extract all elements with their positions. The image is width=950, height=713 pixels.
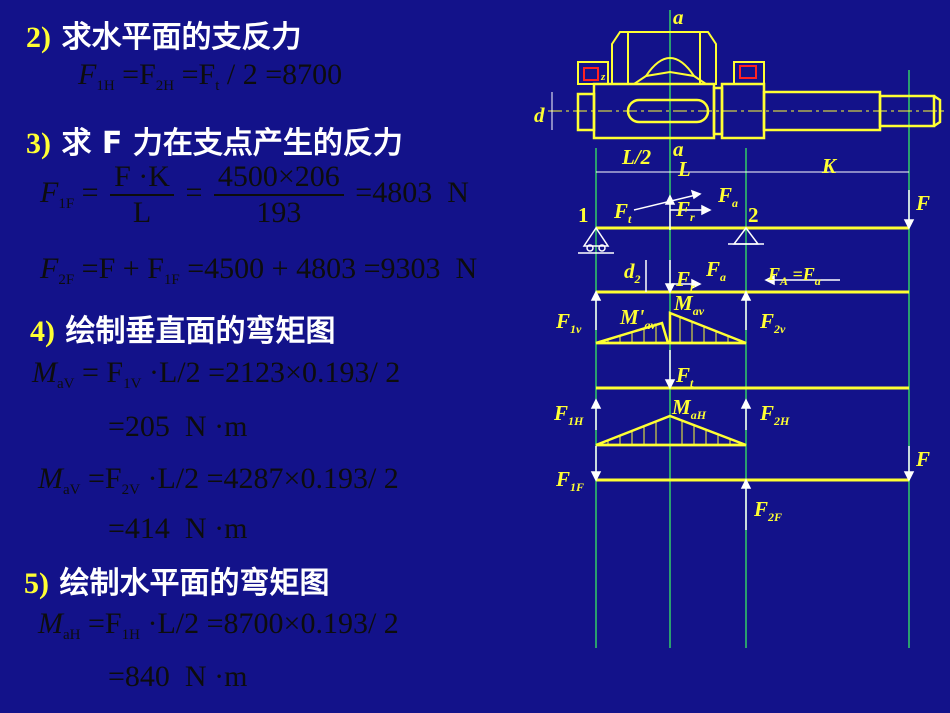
fr-vertical-label: Fr <box>675 267 695 294</box>
step-number: 5) <box>24 567 49 600</box>
step-text: 求 F 力在支点产生的反力 <box>61 126 403 161</box>
ft-label: Ft <box>613 199 632 226</box>
f2f-label: F2F <box>753 497 782 524</box>
f2h-label: F2H <box>759 401 790 428</box>
l-label: L <box>677 157 691 181</box>
equation-mah: MaH =F1H ·L/2 =8700×0.193/ 2 <box>38 607 399 643</box>
step-5-heading: 5) 绘制水平面的弯矩图 <box>24 558 329 602</box>
step-number: 4) <box>30 315 55 348</box>
d-label: d <box>534 103 545 127</box>
vertical-moment-diagram <box>595 311 747 345</box>
mah-label: MaH <box>671 395 707 422</box>
equation-mav-left-result: =205 N ·m <box>108 410 248 443</box>
fr-label: Fr <box>675 197 695 224</box>
equation-mav-right: MaV =F2V ·L/2 =4287×0.193/ 2 <box>38 462 399 498</box>
step-text: 绘制垂直面的弯矩图 <box>65 314 336 349</box>
ft-horizontal-label: Ft <box>675 363 694 390</box>
equation-mah-result: =840 N ·m <box>108 660 248 693</box>
step-text: 求水平面的支反力 <box>61 20 302 55</box>
support-2 <box>728 226 764 245</box>
support-1 <box>578 226 614 254</box>
d2-label: d2 <box>624 259 641 286</box>
f1f-label: F1F <box>555 467 584 494</box>
reference-lines <box>595 10 910 648</box>
step-text: 绘制水平面的弯矩图 <box>59 566 330 601</box>
horizontal-moment-diagram <box>590 398 752 447</box>
horizontal-plane-arrows <box>664 350 676 390</box>
diameter-dimension: d <box>534 92 553 130</box>
mav-prime-label: M'av <box>619 305 657 332</box>
f1h-label: F1H <box>553 401 584 428</box>
equation-mav-right-result: =414 N ·m <box>108 512 248 545</box>
f2v-label: F2v <box>759 309 786 336</box>
fa-label: Fa <box>717 183 738 210</box>
fa-vertical-label: Fa <box>705 257 726 284</box>
step-number: 2) <box>26 21 51 54</box>
equation-f2f: F2F =F + F1F =4500 + 4803 =9303 N <box>40 252 478 288</box>
f-right-label: F <box>915 447 930 471</box>
equation-horizontal-reactions: F1H =F2H =Ft / 2 =8700 <box>78 58 343 94</box>
section-a-top-label: a <box>673 5 684 29</box>
shaft-drawing <box>576 82 942 140</box>
vertical-plane-arrows <box>590 260 840 330</box>
equation-mav-left: MaV = F1V ·L/2 =2123×0.193/ 2 <box>32 356 401 392</box>
k-label: K <box>821 154 838 178</box>
mav-label: Mav <box>673 291 705 318</box>
step-2-heading: 2) 求水平面的支反力 <box>26 12 301 56</box>
support-1-label: 1 <box>578 203 589 227</box>
l-half-label: L/2 <box>621 145 652 169</box>
left-bearing: z <box>577 61 609 85</box>
step-4-heading: 4) 绘制垂直面的弯矩图 <box>30 306 335 350</box>
load-arrows <box>633 189 915 230</box>
section-a-label: a <box>673 137 684 161</box>
z-label: z <box>600 71 606 83</box>
step-number: 3) <box>26 127 51 160</box>
f1v-label: F1v <box>555 309 582 336</box>
right-bearing <box>733 61 765 85</box>
support-2-label: 2 <box>748 203 759 227</box>
f-label: F <box>915 191 930 215</box>
fa-equals-label: FA =Fa <box>767 264 821 288</box>
step-3-heading: 3) 求 F 力在支点产生的反力 <box>26 118 403 162</box>
gear-drawing <box>611 31 717 85</box>
f-force-arrows <box>590 446 915 530</box>
